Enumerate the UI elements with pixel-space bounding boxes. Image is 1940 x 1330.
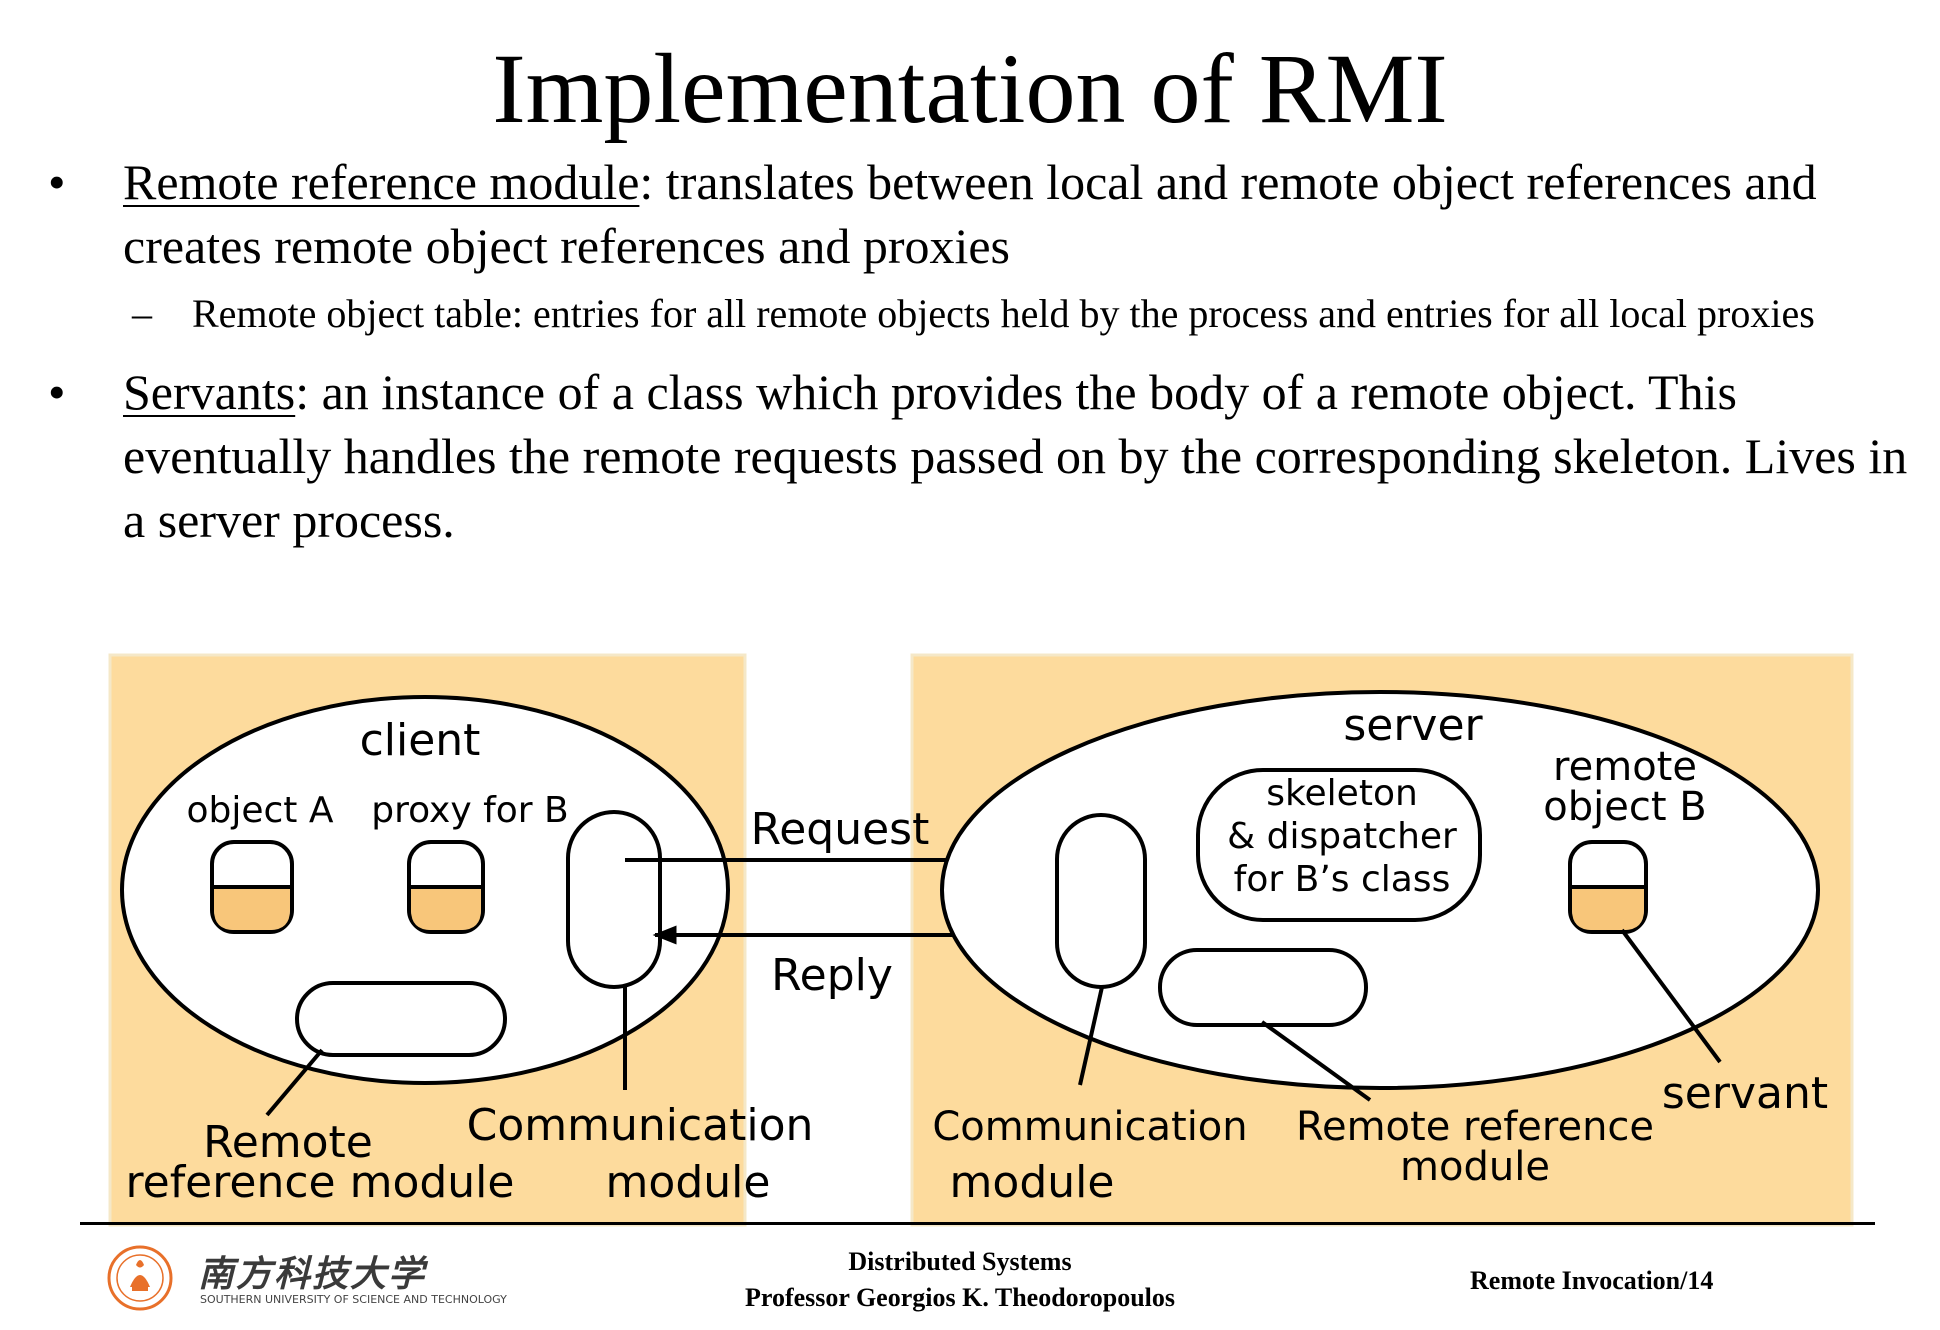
remote-object-label-line-2: object B (1543, 784, 1706, 830)
university-seal-icon (107, 1245, 173, 1311)
bullet-marker: • (48, 364, 66, 420)
server-rrm-label-line-1: Remote reference (1296, 1104, 1654, 1150)
server-label: server (1343, 700, 1483, 751)
footer-course-info: Distributed Systems Professor Georgios K… (700, 1244, 1220, 1316)
request-label: Request (751, 804, 930, 855)
remote-object-b (1568, 840, 1648, 934)
skeleton-dispatcher (1196, 768, 1482, 922)
proxy-for-b (407, 840, 485, 934)
bullet-servants: • Servants: an instance of a class which… (40, 360, 1920, 552)
client-rrm-label-line-2: reference module (126, 1157, 515, 1208)
servant-label: servant (1662, 1068, 1828, 1119)
server-remote-reference-module (1158, 948, 1368, 1027)
footer-page-number: Remote Invocation/14 (1470, 1266, 1714, 1295)
remote-object-label-line-1: remote (1553, 744, 1697, 790)
sub-bullet-text: Remote object table: entries for all rem… (192, 291, 1815, 336)
reply-label: Reply (771, 950, 893, 1001)
bullet-list: • Remote reference module: translates be… (40, 150, 1920, 552)
object-a (210, 840, 294, 934)
server-communication-module (1055, 813, 1147, 989)
term-remote-reference-module: Remote reference module (123, 154, 640, 210)
client-comm-label-line-2: module (606, 1157, 771, 1208)
logo-chinese-name: 南方科技大学 (198, 1253, 427, 1295)
server-comm-label-line-2: module (950, 1157, 1115, 1208)
sub-bullet-remote-object-table: – Remote object table: entries for all r… (132, 288, 1920, 340)
footer-professor: Professor Georgios K. Theodoropoulos (745, 1283, 1175, 1312)
object-a-label: object A (186, 790, 333, 831)
bullet-text: : an instance of a class which provides … (123, 364, 1908, 548)
bullet-text: : translates between local and remote ob… (123, 154, 1817, 274)
term-servants: Servants (123, 364, 296, 420)
leader-lines (265, 928, 1722, 1117)
server-rrm-label-line-2: module (1400, 1144, 1550, 1190)
skeleton-label-line-1: skeleton (1266, 773, 1418, 814)
footer-course: Distributed Systems (848, 1247, 1072, 1276)
proxy-label: proxy for B (371, 790, 568, 831)
skeleton-label-line-3: for B’s class (1234, 859, 1451, 900)
footer-divider (80, 1222, 1875, 1225)
client-communication-module (566, 810, 662, 989)
bullet-marker: • (48, 154, 66, 210)
skeleton-label-line-2: & dispatcher (1227, 816, 1457, 857)
slide-title: Implementation of RMI (492, 33, 1448, 144)
client-comm-label-line-1: Communication (467, 1100, 814, 1151)
bullet-remote-reference-module: • Remote reference module: translates be… (40, 150, 1920, 278)
server-comm-label-line-1: Communication (932, 1104, 1247, 1150)
client-label: client (360, 715, 481, 766)
client-rrm-label-line-1: Remote (203, 1117, 373, 1168)
sub-bullet-marker: – (132, 291, 152, 336)
university-logo: 南方科技大学 SOUTHERN UNIVERSITY OF SCIENCE AN… (100, 1243, 507, 1313)
client-remote-reference-module (295, 981, 507, 1057)
logo-english-name: SOUTHERN UNIVERSITY OF SCIENCE AND TECHN… (200, 1293, 507, 1306)
